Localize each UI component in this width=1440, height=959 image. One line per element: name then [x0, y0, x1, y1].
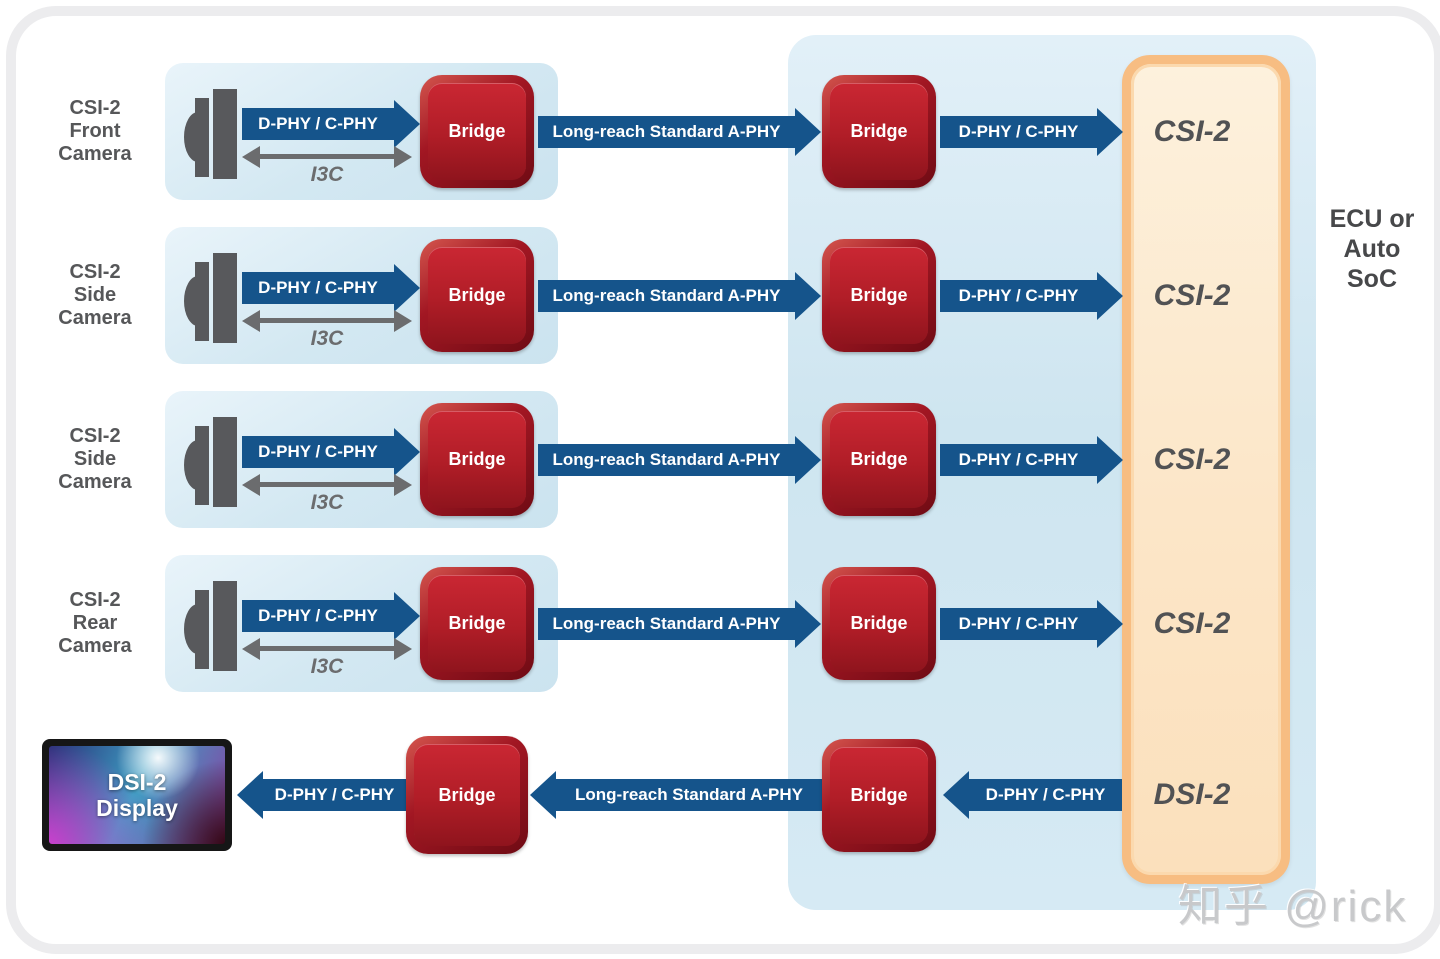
arrow-label: D-PHY / C-PHY — [258, 442, 378, 461]
arrow-label: D-PHY / C-PHY — [958, 614, 1079, 633]
device-label-line: Front — [69, 120, 121, 142]
device-label-line: Side — [73, 284, 117, 306]
device-label-line: CSI-2 — [69, 261, 121, 283]
bridge-label: Bridge — [850, 449, 908, 469]
display-label-line: Display — [96, 795, 178, 821]
i3c-label: I3C — [310, 655, 344, 678]
bridge-label: Bridge — [850, 285, 908, 305]
aphy-arrow: Long-reach Standard A-PHY — [538, 116, 795, 148]
soc-port-label: CSI-2 — [1153, 278, 1231, 312]
i3c-arrow — [260, 318, 394, 323]
ecu-soc-box — [1122, 55, 1290, 884]
bridge-label: Bridge — [448, 449, 506, 469]
arrow-label: D-PHY / C-PHY — [985, 785, 1106, 804]
bridge-label: Bridge — [448, 285, 506, 305]
bridge-label: Bridge — [850, 613, 908, 633]
arrow-label: Long-reach Standard A-PHY — [552, 122, 781, 141]
i3c-label: I3C — [310, 327, 344, 350]
camera-icon — [184, 581, 237, 671]
device-label: CSI-2 Side Camera — [28, 227, 162, 364]
device-label-line: Rear — [72, 612, 118, 634]
camera-row-side-2: CSI-2 Side Camera D-PHY / C-PHY I3C Brid… — [0, 391, 1440, 528]
device-label: CSI-2 Rear Camera — [28, 555, 162, 692]
bridge-label: Bridge — [448, 613, 506, 633]
device-label: CSI-2 Side Camera — [28, 391, 162, 528]
soc-port-label: CSI-2 — [1153, 442, 1231, 476]
dphy-cphy-arrow: D-PHY / C-PHY — [940, 280, 1097, 312]
dphy-cphy-arrow: D-PHY / C-PHY — [940, 116, 1097, 148]
dphy-cphy-arrow: D-PHY / C-PHY — [242, 436, 394, 468]
dphy-cphy-arrow: D-PHY / C-PHY — [242, 108, 394, 140]
bridge-chip: Bridge — [822, 75, 936, 188]
camera-icon — [184, 253, 237, 343]
i3c-arrow — [260, 154, 394, 159]
dphy-cphy-arrow: D-PHY / C-PHY — [242, 272, 394, 304]
bridge-chip: Bridge — [420, 239, 534, 352]
display-label-line: DSI-2 — [107, 769, 167, 795]
arrow-label: D-PHY / C-PHY — [958, 450, 1079, 469]
device-label-line: Side — [73, 448, 117, 470]
arrow-label: D-PHY / C-PHY — [258, 114, 378, 133]
dphy-cphy-arrow: D-PHY / C-PHY — [940, 608, 1097, 640]
arrow-label: D-PHY / C-PHY — [274, 785, 395, 804]
device-label-line: CSI-2 — [69, 589, 121, 611]
bridge-chip: Bridge — [822, 239, 936, 352]
aphy-arrow: Long-reach Standard A-PHY — [538, 444, 795, 476]
bridge-chip: Bridge — [822, 403, 936, 516]
display-screen — [49, 746, 225, 844]
bridge-label: Bridge — [438, 784, 496, 805]
soc-port-label: CSI-2 — [1153, 606, 1231, 640]
display-device: DSI-2 Display — [42, 739, 232, 851]
ecu-label-line: Auto — [1343, 235, 1401, 263]
bridge-label: Bridge — [448, 121, 506, 141]
soc-port-label: DSI-2 — [1153, 778, 1231, 811]
i3c-label: I3C — [310, 491, 344, 514]
display-label: DSI-2 Display — [42, 739, 232, 851]
device-label-line: Camera — [58, 143, 132, 165]
arrow-label: D-PHY / C-PHY — [258, 278, 378, 297]
dphy-cphy-arrow: D-PHY / C-PHY — [242, 600, 394, 632]
arrow-label: Long-reach Standard A-PHY — [575, 785, 803, 804]
arrow-label: D-PHY / C-PHY — [958, 286, 1079, 305]
device-label-line: Camera — [58, 307, 132, 329]
ecu-label: ECU or Auto SoC — [1318, 204, 1426, 294]
arrow-label: D-PHY / C-PHY — [258, 606, 378, 625]
bridge-label: Bridge — [850, 785, 908, 805]
arrow-label: Long-reach Standard A-PHY — [552, 614, 781, 633]
device-label-line: Camera — [58, 635, 132, 657]
watermark: 知乎 @rick — [1178, 882, 1408, 931]
dphy-cphy-arrow: D-PHY / C-PHY — [969, 779, 1122, 811]
device-label: CSI-2 Front Camera — [28, 63, 162, 200]
dphy-cphy-arrow: D-PHY / C-PHY — [263, 779, 406, 811]
arrow-label: Long-reach Standard A-PHY — [552, 450, 781, 469]
ecu-label-line: ECU or — [1329, 205, 1415, 233]
device-label-line: Camera — [58, 471, 132, 493]
camera-icon — [184, 417, 237, 507]
bridge-chip: Bridge — [822, 567, 936, 680]
soc-port-label: CSI-2 — [1153, 114, 1231, 148]
i3c-arrow — [260, 646, 394, 651]
display-row: DSI-2 Display D-PHY / C-PHY Bridge Long-… — [0, 725, 1440, 865]
aphy-arrow: Long-reach Standard A-PHY — [538, 608, 795, 640]
device-label-line: CSI-2 — [69, 425, 121, 447]
bridge-chip: Bridge — [420, 403, 534, 516]
bridge-chip: Bridge — [822, 739, 936, 852]
device-label-line: CSI-2 — [69, 97, 121, 119]
bridge-chip: Bridge — [420, 567, 534, 680]
bridge-label: Bridge — [850, 121, 908, 141]
arrow-label: D-PHY / C-PHY — [958, 122, 1079, 141]
dphy-cphy-arrow: D-PHY / C-PHY — [940, 444, 1097, 476]
ecu-label-line: SoC — [1347, 265, 1397, 293]
aphy-arrow: Long-reach Standard A-PHY — [556, 779, 822, 811]
camera-icon — [184, 89, 237, 179]
camera-row-rear: CSI-2 Rear Camera D-PHY / C-PHY I3C Brid… — [0, 555, 1440, 692]
camera-row-side-1: CSI-2 Side Camera D-PHY / C-PHY I3C Brid… — [0, 227, 1440, 364]
bridge-chip: Bridge — [420, 75, 534, 188]
i3c-label: I3C — [310, 163, 344, 186]
arrow-label: Long-reach Standard A-PHY — [552, 286, 781, 305]
aphy-arrow: Long-reach Standard A-PHY — [538, 280, 795, 312]
bridge-chip: Bridge — [406, 736, 528, 854]
i3c-arrow — [260, 482, 394, 487]
camera-row-front: CSI-2 Front Camera D-PHY / C-PHY I3C Bri… — [0, 63, 1440, 200]
